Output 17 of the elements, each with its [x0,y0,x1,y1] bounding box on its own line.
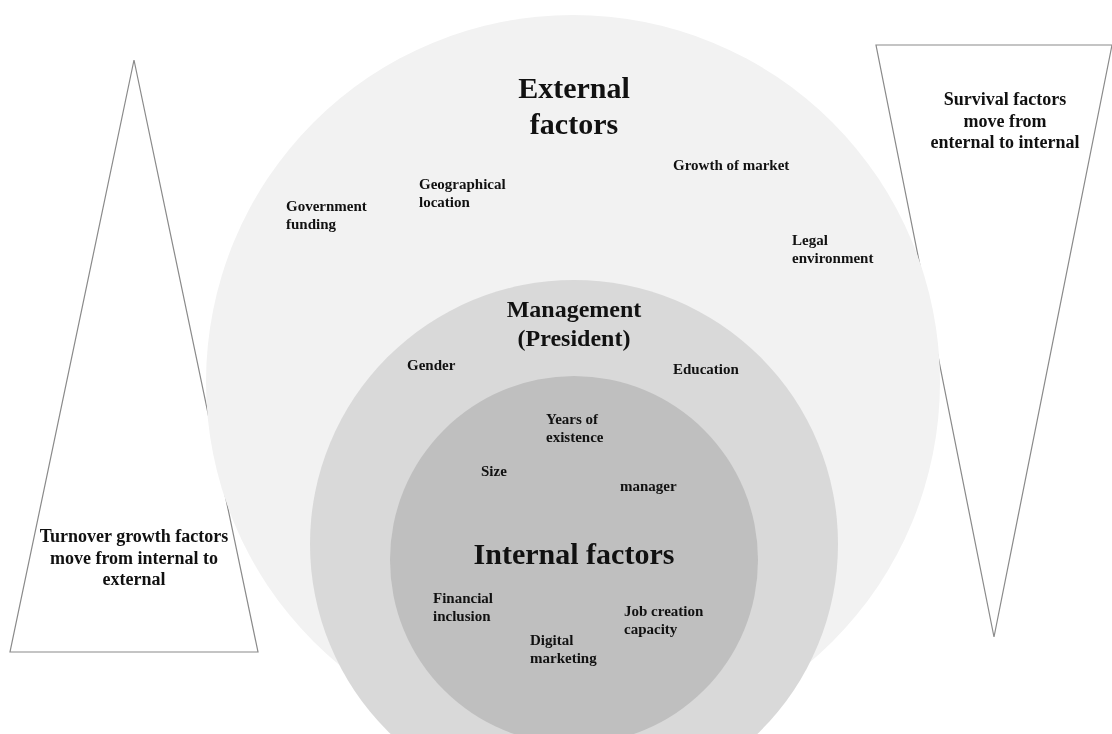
triangle-label: Survival factors move from enternal to internal [930,89,1080,154]
factor-label: Geographical location [419,175,507,211]
circle-heading: Management (President) [505,295,643,353]
factor-label: Government funding [286,197,368,233]
factor-label: Job creation capacity [624,602,705,638]
factor-label: Years of existence [546,410,605,446]
factor-label: Financial inclusion [433,589,494,625]
factor-label: manager [620,477,678,495]
circle-heading: Internal factors [472,536,676,572]
factor-label: Size [481,462,508,480]
factor-label: Education [673,360,740,378]
circle-heading: External factors [517,70,631,142]
factor-label: Growth of market [673,156,791,174]
factor-label: Digital marketing [530,631,598,667]
factor-label: Legal environment [792,231,875,267]
factor-label: Gender [407,356,457,374]
triangle-label: Turnover growth factors move from internal to external [38,526,230,591]
